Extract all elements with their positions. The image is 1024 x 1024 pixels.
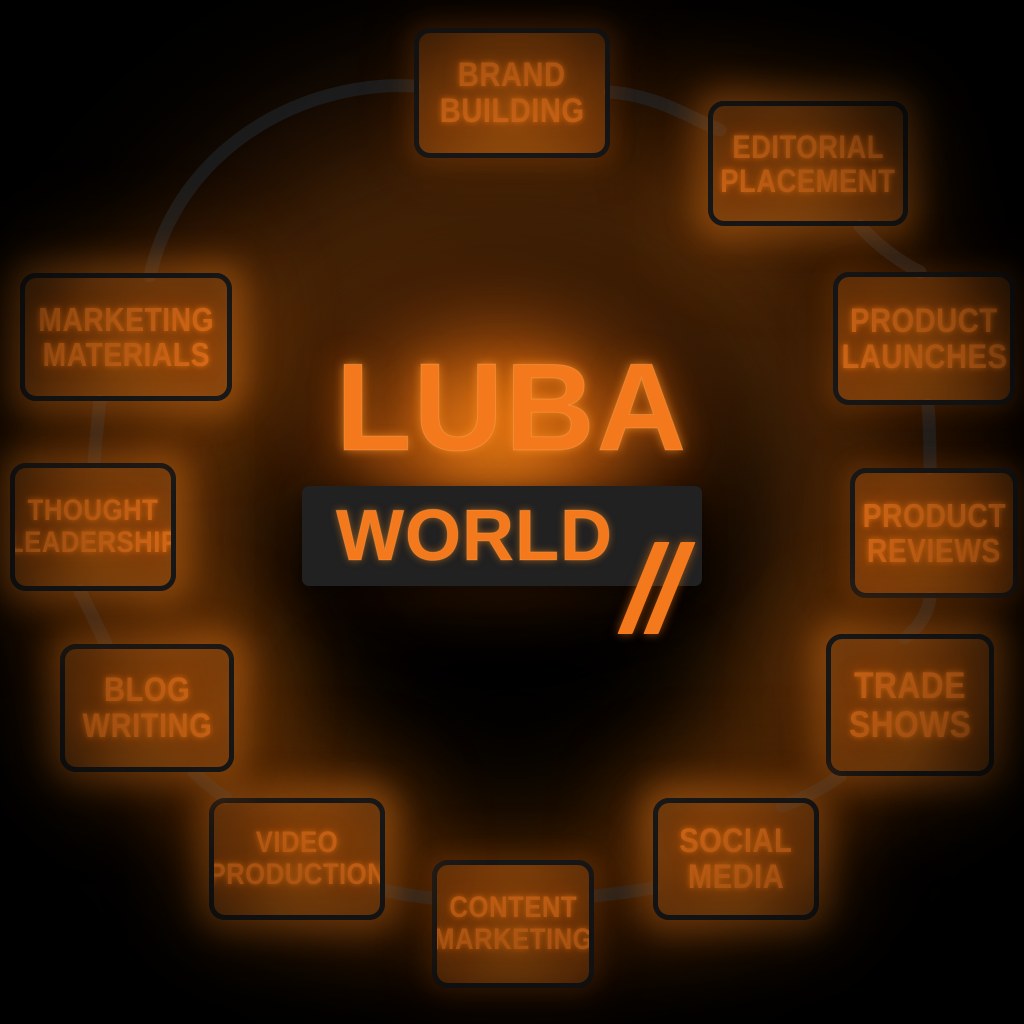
connector-product-reviews-to-trade-shows: [898, 591, 937, 645]
node-label-line2: SHOWS: [848, 704, 972, 745]
node-label-line1: CONTENT: [449, 891, 577, 924]
connector-blog-writing-to-thought-leadership: [73, 584, 113, 651]
node-label-line2: PLACEMENT: [720, 162, 896, 199]
node-label-line2: BUILDING: [439, 92, 585, 130]
node-label-line2: PRODUCTION: [209, 858, 385, 891]
node-label-line2: MATERIALS: [42, 336, 210, 373]
node-label-line2: WRITING: [82, 707, 212, 745]
node-label-line1: EDITORIAL: [732, 128, 884, 165]
connector-thought-leadership-to-marketing-materials: [87, 394, 107, 470]
center-logo: LUBA WORLD: [284, 339, 740, 634]
connector-editorial-placement-to-product-launches: [853, 219, 927, 279]
node-label-line1: BLOG: [103, 671, 191, 709]
node-label-line1: PRODUCT: [850, 301, 998, 340]
node-label-line1: PRODUCT: [862, 497, 1006, 534]
connector-content-marketing-to-video-production: [378, 883, 439, 905]
node-label-line1: TRADE: [854, 665, 966, 706]
node-label-line2: LAUNCHES: [841, 337, 1007, 376]
connector-product-launches-to-product-reviews: [921, 398, 937, 475]
connector-marketing-materials-to-brand-building: [143, 79, 421, 283]
node-label-line1: MARKETING: [38, 301, 214, 338]
connector-video-production-to-blog-writing: [187, 765, 233, 805]
connector-social-media-to-content-marketing: [587, 881, 660, 903]
node-label-line2: MEDIA: [687, 858, 785, 896]
node-label-line2: LEADERSHIP: [10, 526, 176, 559]
node-label-line1: BRAND: [458, 56, 566, 94]
logo-wordmark-secondary: WORLD: [336, 496, 613, 576]
node-label-line1: THOUGHT: [27, 494, 159, 527]
node-label-line2: MARKETING: [432, 923, 594, 956]
logo-wordmark-primary: LUBA: [335, 339, 689, 477]
node-label-line1: SOCIAL: [679, 822, 793, 860]
node-label-line1: VIDEO: [255, 826, 339, 859]
connector-brand-building-to-editorial-placement: [603, 85, 727, 137]
node-label-line2: REVIEWS: [867, 532, 1001, 569]
